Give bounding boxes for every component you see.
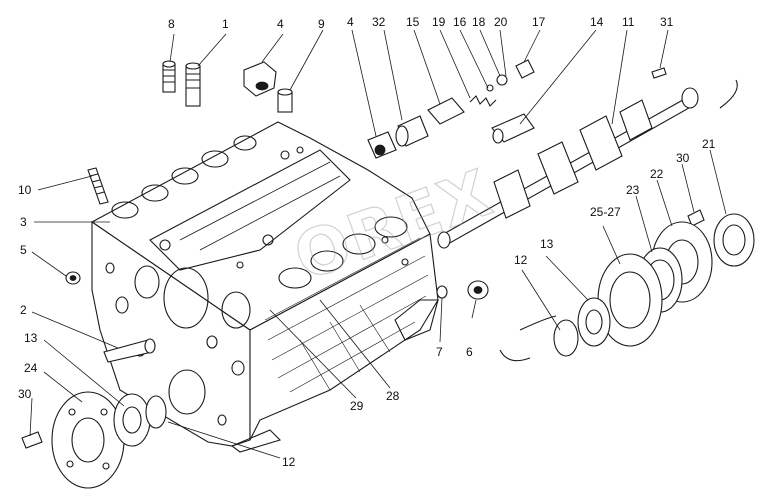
part-2-stud [103,338,156,363]
cylinder-block [90,121,439,453]
part-1-stud [185,62,201,107]
callout-22: 22 [650,167,664,181]
part-24-flange [51,391,125,489]
callout-12-right: 12 [514,253,528,267]
callout-4-top: 4 [277,17,284,31]
callout-24: 24 [24,361,38,375]
callout-9: 9 [318,17,325,31]
callout-12-bottom: 12 [282,455,296,469]
part-13-bearing-left [113,393,151,447]
callout-29: 29 [350,399,364,413]
dashed-arc-right [519,315,557,331]
part-21-bearing [713,213,755,267]
callout-18: 18 [472,15,486,29]
callout-6: 6 [466,345,473,359]
callout-2: 2 [20,303,27,317]
part-17-cap [515,59,535,79]
callout-20: 20 [494,15,508,29]
callout-13-left: 13 [24,331,38,345]
callout-30-left: 30 [18,387,32,401]
callout-4: 4 [347,15,354,29]
leader-lines [29,29,727,459]
callout-5: 5 [20,243,27,257]
part-16-18-washers [486,74,508,92]
part-6-plug [467,280,489,300]
cylinder-bores-left [111,135,257,219]
part-30-bolt-right [687,209,705,227]
callout-31: 31 [660,15,674,29]
part-4-plug [243,61,277,97]
callout-16: 16 [453,15,467,29]
part-12-seal-left [145,395,167,429]
cylinder-bores-right [278,216,408,289]
callout-17: 17 [532,15,546,29]
part-11-camshaft [437,87,699,249]
callout-3: 3 [20,215,27,229]
callout-1: 1 [222,17,229,31]
callout-19: 19 [432,15,446,29]
callout-13-right: 13 [540,237,554,251]
callout-23: 23 [626,183,640,197]
part-10-stud [87,167,109,205]
callout-8: 8 [168,17,175,31]
callout-21: 21 [702,137,716,151]
part-7-plug [436,285,448,299]
part-9-dowel [277,88,293,113]
part-14-fitting [491,113,535,144]
callout-30-right: 30 [676,151,690,165]
part-32-sleeve [395,115,429,147]
callout-15: 15 [406,15,420,29]
callout-32: 32 [372,15,386,29]
side-ribs [264,237,429,393]
part-30-bolt-left [21,431,43,449]
part-19-spring [469,95,497,107]
callout-28: 28 [386,389,400,403]
callout-labels: 8 1 4 9 4 32 15 19 16 18 20 17 14 11 31 … [18,15,716,469]
arc-right-lower [499,349,531,362]
callout-10: 10 [18,183,32,197]
callout-25-27: 25-27 [590,205,621,219]
dashed-arc-top [719,79,738,109]
part-13-bearing-right [577,297,611,347]
part-5-plug [65,271,81,285]
part-8-stud [162,60,176,93]
part-15-valve [427,97,465,125]
callout-14: 14 [590,15,604,29]
part-12-seal-right [553,319,579,357]
callout-11: 11 [622,15,635,29]
callout-7: 7 [436,345,443,359]
part-31-key [651,67,667,79]
part-4b-nut [367,131,397,159]
